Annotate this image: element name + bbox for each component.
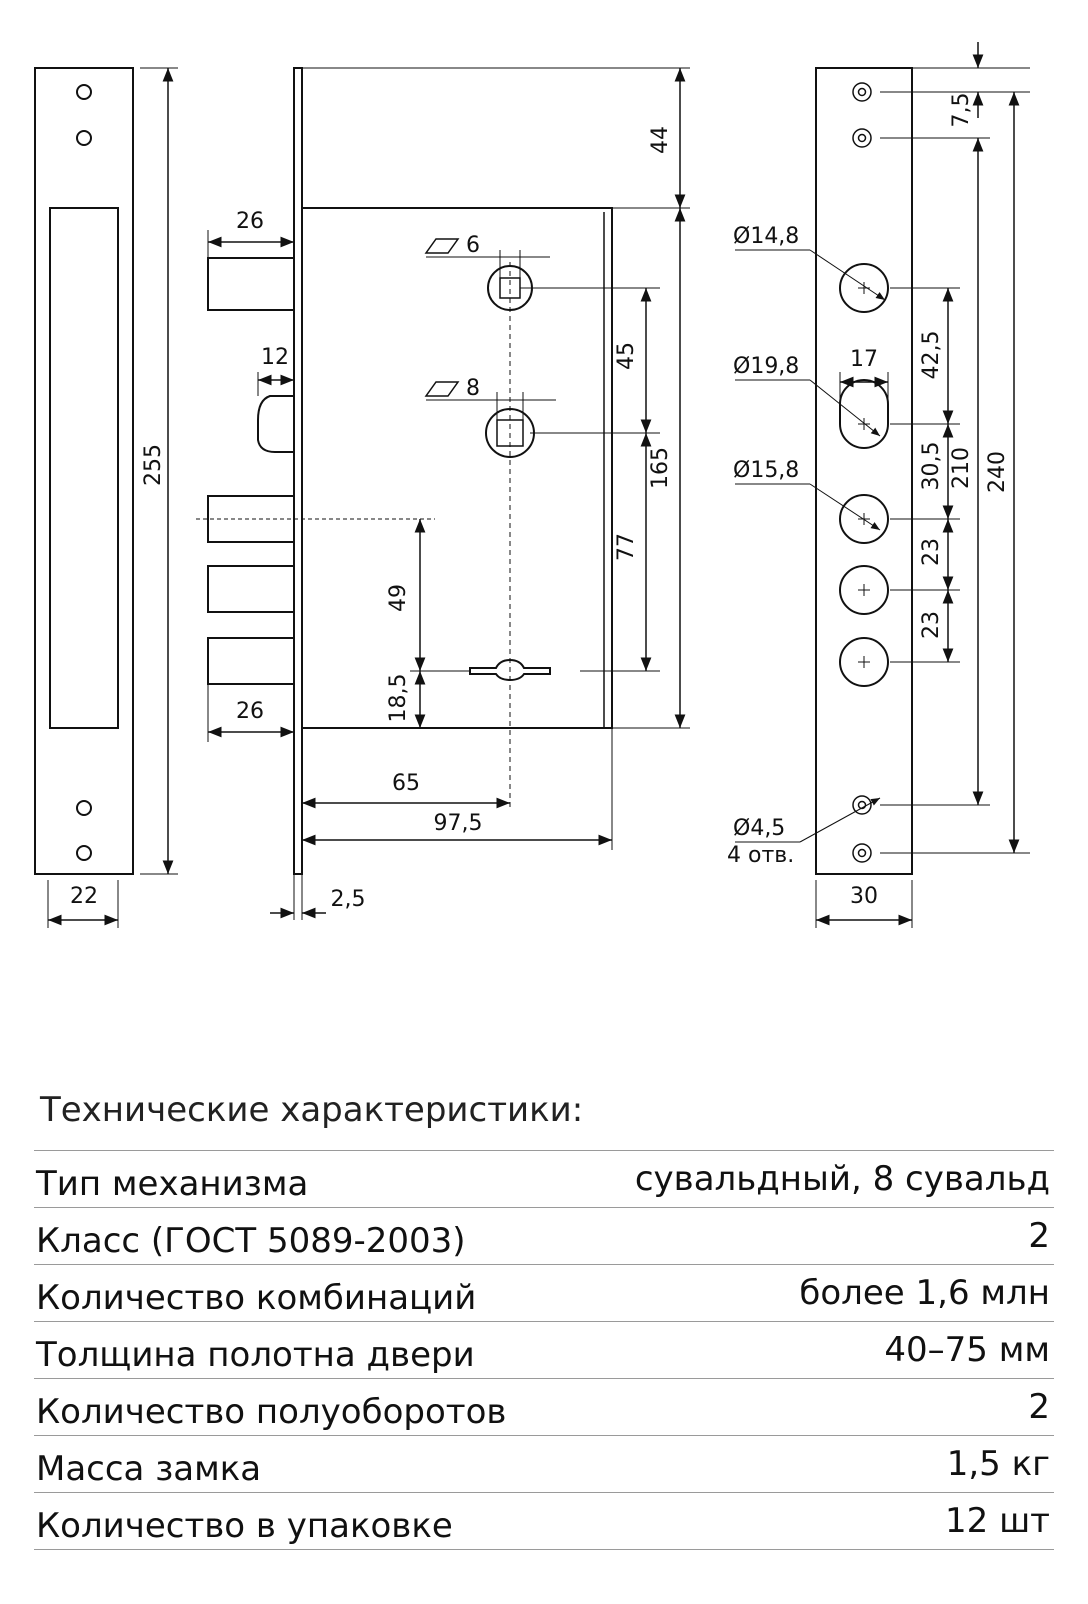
- spec-row: Количество комбинаций более 1,6 млн: [34, 1264, 1054, 1321]
- spec-value: 40–75 мм: [884, 1330, 1050, 1370]
- spec-row: Масса замка 1,5 кг: [34, 1435, 1054, 1492]
- dim-22-label: 22: [70, 884, 98, 909]
- dim-42-5-label: 42,5: [919, 331, 944, 380]
- square-symbol-icon: [424, 238, 460, 254]
- spec-row: Количество полуоборотов 2: [34, 1378, 1054, 1435]
- spec-name: Количество полуоборотов: [36, 1392, 507, 1432]
- hole-d19-8-label: Ø19,8: [733, 354, 799, 379]
- spec-value: 12 шт: [945, 1501, 1050, 1541]
- spec-value: более 1,6 млн: [799, 1273, 1050, 1313]
- dim-240-label: 240: [985, 451, 1010, 493]
- dim-8-label: 8: [466, 376, 480, 401]
- faceplate-front-view: [735, 42, 1030, 928]
- dim-97-5-label: 97,5: [434, 811, 483, 836]
- strike-plate-view: [34, 67, 178, 928]
- dim-65-label: 65: [392, 771, 420, 796]
- dim-49-label: 49: [386, 584, 411, 612]
- dim-23-second-label: 23: [919, 611, 944, 639]
- dim-255-label: 255: [141, 444, 166, 486]
- spec-value: 2: [1028, 1387, 1050, 1427]
- lock-technical-drawing: 255 22: [34, 42, 1030, 928]
- hole-d14-8-label: Ø14,8: [733, 224, 799, 249]
- spec-value: 1,5 кг: [946, 1444, 1050, 1484]
- dim-77-label: 77: [614, 533, 639, 561]
- mount-hole-label: Ø4,5: [733, 816, 785, 841]
- lock-body-view: [196, 67, 690, 920]
- dim-2-5-label: 2,5: [331, 887, 366, 912]
- dim-12-label: 12: [261, 345, 289, 370]
- dim-30-label: 30: [850, 884, 878, 909]
- square-symbol-icon: [424, 381, 460, 397]
- dim-45-label: 45: [614, 342, 639, 370]
- spec-name: Количество комбинаций: [36, 1278, 477, 1318]
- dim-26-bottom-label: 26: [236, 699, 264, 724]
- dim-17-label: 17: [850, 347, 878, 372]
- specs-title: Технические характеристики:: [40, 1090, 584, 1130]
- spec-name: Масса замка: [36, 1449, 262, 1489]
- spec-row: Тип механизма сувальдный, 8 сувальд: [34, 1150, 1054, 1207]
- mount-hole-count-label: 4 отв.: [727, 843, 794, 868]
- spec-value: 2: [1028, 1216, 1050, 1256]
- dim-165-label: 165: [648, 447, 673, 489]
- dim-210-label: 210: [949, 447, 974, 489]
- dim-7-5-label: 7,5: [949, 93, 974, 128]
- dim-18-5-label: 18,5: [386, 674, 411, 723]
- specifications-table: Технические характеристики: Тип механизм…: [34, 1090, 1054, 1550]
- spec-row: Количество в упаковке 12 шт: [34, 1492, 1054, 1550]
- dim-44-label: 44: [648, 126, 673, 154]
- spec-row: Толщина полотна двери 40–75 мм: [34, 1321, 1054, 1378]
- spec-name: Класс (ГОСТ 5089-2003): [36, 1221, 466, 1261]
- spec-name: Толщина полотна двери: [36, 1335, 475, 1375]
- dim-30-5-label: 30,5: [919, 442, 944, 491]
- hole-d15-8-label: Ø15,8: [733, 458, 799, 483]
- spec-name: Тип механизма: [36, 1164, 309, 1204]
- dim-26-top-label: 26: [236, 209, 264, 234]
- dim-6-label: 6: [466, 233, 480, 258]
- spec-name: Количество в упаковке: [36, 1506, 453, 1546]
- spec-value: сувальдный, 8 сувальд: [634, 1159, 1050, 1199]
- spec-row: Класс (ГОСТ 5089-2003) 2: [34, 1207, 1054, 1264]
- dim-23-first-label: 23: [919, 538, 944, 566]
